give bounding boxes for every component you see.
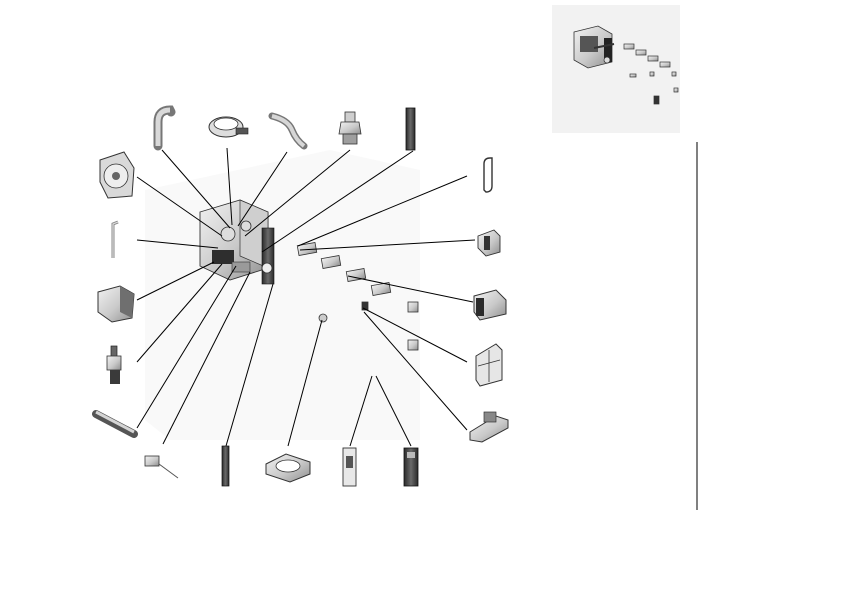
pump-housing-icon: [97, 285, 135, 323]
inset-connectors-icon: [623, 43, 679, 105]
panel-strip-icon: [405, 107, 416, 151]
ghost-background: [145, 150, 420, 440]
fan-frame-icon: [265, 453, 311, 483]
fan-icon: [99, 151, 135, 199]
rod-icon: [92, 410, 138, 438]
grille-icon: [475, 343, 503, 387]
cover-plate-icon: [403, 447, 419, 487]
base-bracket-icon: [469, 411, 509, 443]
valve-fitting-icon: [338, 111, 362, 145]
leader-lines: [136, 147, 476, 447]
wire-clip-icon: [483, 157, 493, 193]
hex-key-icon: [111, 220, 119, 258]
inset-assembly-icon: [573, 25, 615, 69]
connector-chain: [296, 242, 419, 351]
panel-bar-icon: [221, 445, 230, 487]
bracket-plate-icon: [342, 447, 357, 487]
hose-clamp-icon: [208, 116, 249, 138]
sensor-probe-icon: [106, 345, 122, 384]
connector-icon: [144, 455, 179, 479]
inset-overview: [552, 5, 680, 133]
mount-bracket-icon: [477, 229, 501, 257]
end-cap-icon: [473, 289, 507, 321]
central-assembly: [199, 199, 275, 285]
elbow-hose-icon: [153, 105, 176, 151]
inset-background: [552, 5, 680, 133]
curved-hose-icon: [268, 112, 308, 150]
